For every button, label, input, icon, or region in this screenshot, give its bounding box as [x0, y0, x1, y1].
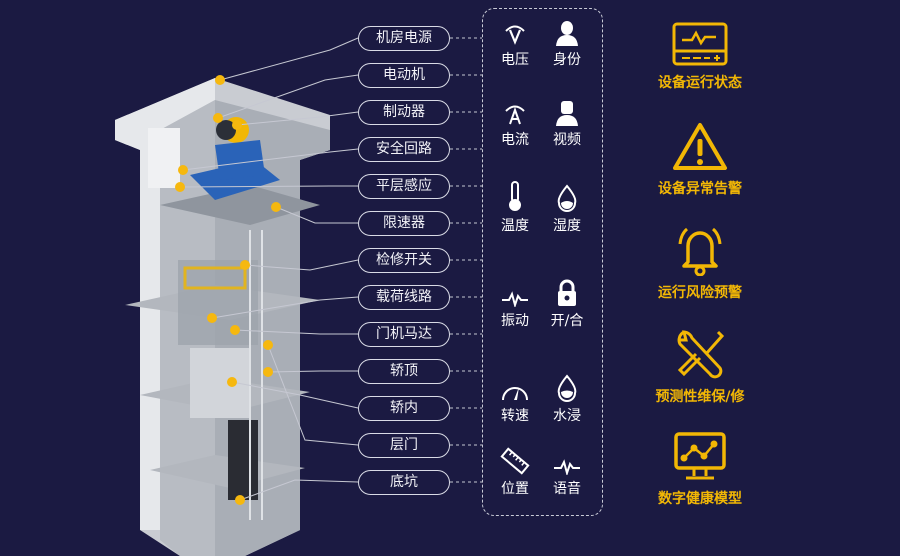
- component-label: 层门: [358, 433, 450, 458]
- feature-item: 设备运行状态: [630, 22, 770, 92]
- sensor-label: 电流: [501, 132, 529, 148]
- component-marker-dot: [232, 120, 242, 130]
- sensor-item: 位置: [490, 443, 540, 498]
- sensor-label: 开/合: [550, 313, 584, 329]
- leader-line: [231, 381, 359, 409]
- feature-label: 预测性维保/修: [655, 389, 745, 405]
- feature-label: 设备运行状态: [658, 75, 742, 91]
- lock-icon: [542, 275, 592, 307]
- vibration-wave-icon: [490, 275, 540, 307]
- sensor-item: 视频: [542, 94, 592, 149]
- sensor-item: 开/合: [542, 275, 592, 330]
- component-marker-dot: [271, 202, 281, 212]
- warning-triangle-icon: [630, 122, 770, 172]
- component-label: 门机马达: [358, 322, 450, 347]
- voltage-icon: [490, 14, 540, 46]
- leader-line: [239, 479, 359, 501]
- component-label: 电动机: [358, 63, 450, 88]
- sensor-item: 水浸: [542, 370, 592, 425]
- component-label: 安全回路: [358, 137, 450, 162]
- component-label: 限速器: [358, 211, 450, 236]
- component-marker-dot: [213, 113, 223, 123]
- sensor-item: 电压: [490, 14, 540, 69]
- leader-line: [234, 329, 358, 335]
- leader-line: [211, 296, 359, 319]
- monitor-pulse-icon: [630, 22, 770, 66]
- leader-line: [182, 148, 359, 171]
- sensor-label: 水浸: [553, 408, 581, 424]
- sensor-label: 转速: [501, 408, 529, 424]
- sensor-label: 位置: [501, 481, 529, 497]
- leader-line: [267, 344, 359, 446]
- thermometer-icon: [490, 180, 540, 212]
- feature-item: 设备异常告警: [630, 122, 770, 198]
- component-marker-dot: [230, 325, 240, 335]
- leader-line: [217, 74, 359, 119]
- feature-label: 设备异常告警: [658, 181, 742, 197]
- component-label: 轿内: [358, 396, 450, 421]
- sensor-item: 电流: [490, 94, 540, 149]
- sensor-label: 视频: [553, 132, 581, 148]
- component-label: 底坑: [358, 470, 450, 495]
- feature-label: 运行风险预警: [658, 285, 742, 301]
- sensor-item: 转速: [490, 370, 540, 425]
- component-marker-dot: [263, 367, 273, 377]
- leader-line: [179, 185, 358, 188]
- feature-label: 数字健康模型: [658, 491, 742, 507]
- component-marker-dot: [207, 313, 217, 323]
- component-marker-dot: [235, 495, 245, 505]
- leader-line: [267, 370, 358, 373]
- component-marker-dot: [178, 165, 188, 175]
- sensor-label: 电压: [501, 52, 529, 68]
- water-drop-icon: [542, 370, 592, 402]
- component-label: 检修开关: [358, 248, 450, 273]
- component-marker-dot: [175, 182, 185, 192]
- component-marker-dot: [263, 340, 273, 350]
- leader-line: [219, 37, 359, 81]
- feature-item: 预测性维保/修: [630, 328, 770, 406]
- component-marker-dot: [240, 260, 250, 270]
- sensor-label: 湿度: [553, 218, 581, 234]
- component-label: 轿顶: [358, 359, 450, 384]
- leader-line: [275, 206, 358, 224]
- voice-wave-icon: [542, 443, 592, 475]
- sensor-item: 身份: [542, 14, 592, 69]
- sensor-label: 振动: [501, 313, 529, 329]
- wrench-screwdriver-icon: [630, 328, 770, 380]
- sensor-item: 湿度: [542, 180, 592, 235]
- person-icon: [542, 14, 592, 46]
- component-label: 平层感应: [358, 174, 450, 199]
- component-marker-dot: [215, 75, 225, 85]
- sensor-item: 振动: [490, 275, 540, 330]
- monitor-chart-icon: [630, 432, 770, 482]
- humidity-drop-icon: [542, 180, 592, 212]
- sensor-label: 温度: [501, 218, 529, 234]
- component-label: 制动器: [358, 100, 450, 125]
- feature-item: 数字健康模型: [630, 432, 770, 508]
- ruler-icon: [490, 443, 540, 475]
- component-label: 载荷线路: [358, 285, 450, 310]
- bell-icon: [630, 222, 770, 276]
- current-icon: [490, 94, 540, 126]
- component-label: 机房电源: [358, 26, 450, 51]
- sensor-label: 身份: [553, 52, 581, 68]
- sensor-label: 语音: [553, 481, 581, 497]
- sensor-panel: [482, 8, 603, 516]
- sensor-item: 语音: [542, 443, 592, 498]
- component-marker-dot: [227, 377, 237, 387]
- person-video-icon: [542, 94, 592, 126]
- sensor-item: 温度: [490, 180, 540, 235]
- speedometer-icon: [490, 370, 540, 402]
- feature-item: 运行风险预警: [630, 222, 770, 302]
- leader-line: [236, 111, 359, 126]
- leader-line: [244, 259, 359, 271]
